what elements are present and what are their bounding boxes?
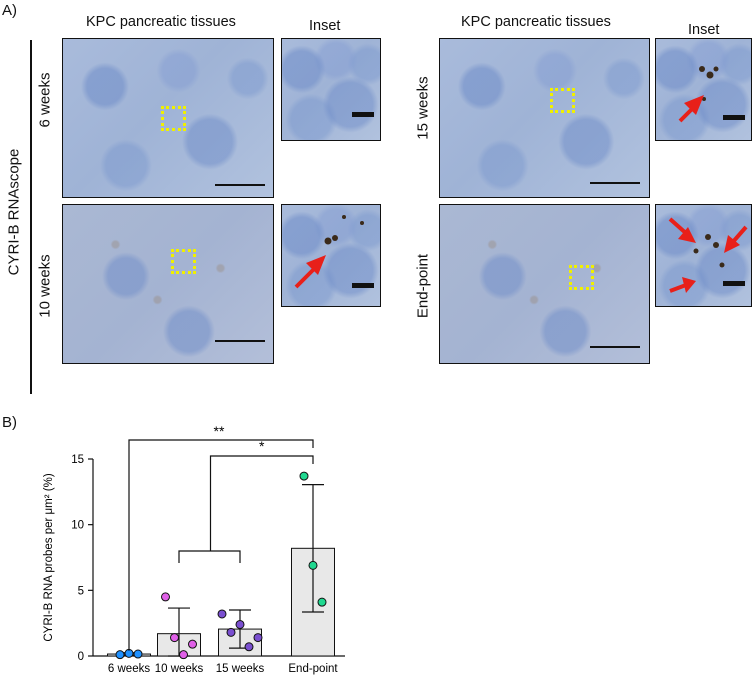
data-point [317,597,327,607]
data-point [226,627,236,637]
significance-label: * [259,438,265,454]
y-tick-label: 10 [71,520,84,532]
data-point [244,642,254,652]
significance-label: ** [214,423,225,439]
right-group-title: KPC pancreatic tissues [461,14,611,30]
inset-marker-box [171,249,196,274]
inset-marker-box [569,265,594,290]
significance-bracket [128,439,314,651]
inset-10-weeks [281,204,381,307]
time-label-6-weeks: 6 weeks [36,72,54,128]
y-tick-label: 15 [71,454,84,466]
x-tick-label: 6 weeks [108,663,150,675]
data-point [170,633,179,643]
inset-scale-bar [723,115,745,120]
scale-bar [215,184,265,186]
inset-label-right: Inset [688,22,720,38]
data-point [235,619,245,629]
time-label-10-weeks: 10 weeks [36,254,54,318]
scale-bar [590,346,640,348]
inset-15-weeks [655,38,752,141]
y-axis-label: CYRI-B RNA probes per μm² (%) [43,473,55,641]
panel-a-label: A) [2,2,17,19]
time-label-end-point: End-point [414,253,432,319]
red-arrow-icon [668,217,748,293]
inset-end-point [655,204,752,307]
data-point [188,639,197,649]
inset-scale-bar [352,283,374,288]
data-point [133,649,143,659]
row-side-label: CYRI-B RNAscope [5,148,23,276]
inset-marker-box [550,88,575,113]
data-point [299,471,309,481]
micrograph-15-weeks [439,38,650,198]
data-point [217,609,227,619]
micrograph-end-point [439,204,650,364]
significance-bracket [209,455,314,551]
inset-scale-bar [352,112,374,117]
inset-6-weeks [281,38,381,141]
x-tick-label: 15 weeks [216,663,265,675]
micrograph-6-weeks [62,38,274,198]
left-group-title: KPC pancreatic tissues [86,14,236,30]
y-tick-label: 0 [78,651,84,663]
data-point [115,650,125,660]
micrograph-10-weeks [62,204,274,364]
x-tick-label: 10 weeks [155,663,204,675]
data-point [161,592,170,602]
panel-b-label: B) [2,414,17,431]
row-side-line [30,40,32,394]
inset-scale-bar [723,281,745,286]
red-arrow-icon [678,66,719,123]
inset-label-left: Inset [309,18,341,34]
scale-bar [215,340,265,342]
y-tick-label: 5 [78,585,84,597]
data-point [308,560,318,570]
group-bracket [178,550,241,563]
inset-marker-box [161,106,186,131]
data-point [179,650,188,660]
red-arrow-icon [294,215,364,289]
time-label-15-weeks: 15 weeks [414,76,432,140]
data-point [253,633,263,643]
scale-bar [590,182,640,184]
x-tick-label: End-point [288,663,338,675]
